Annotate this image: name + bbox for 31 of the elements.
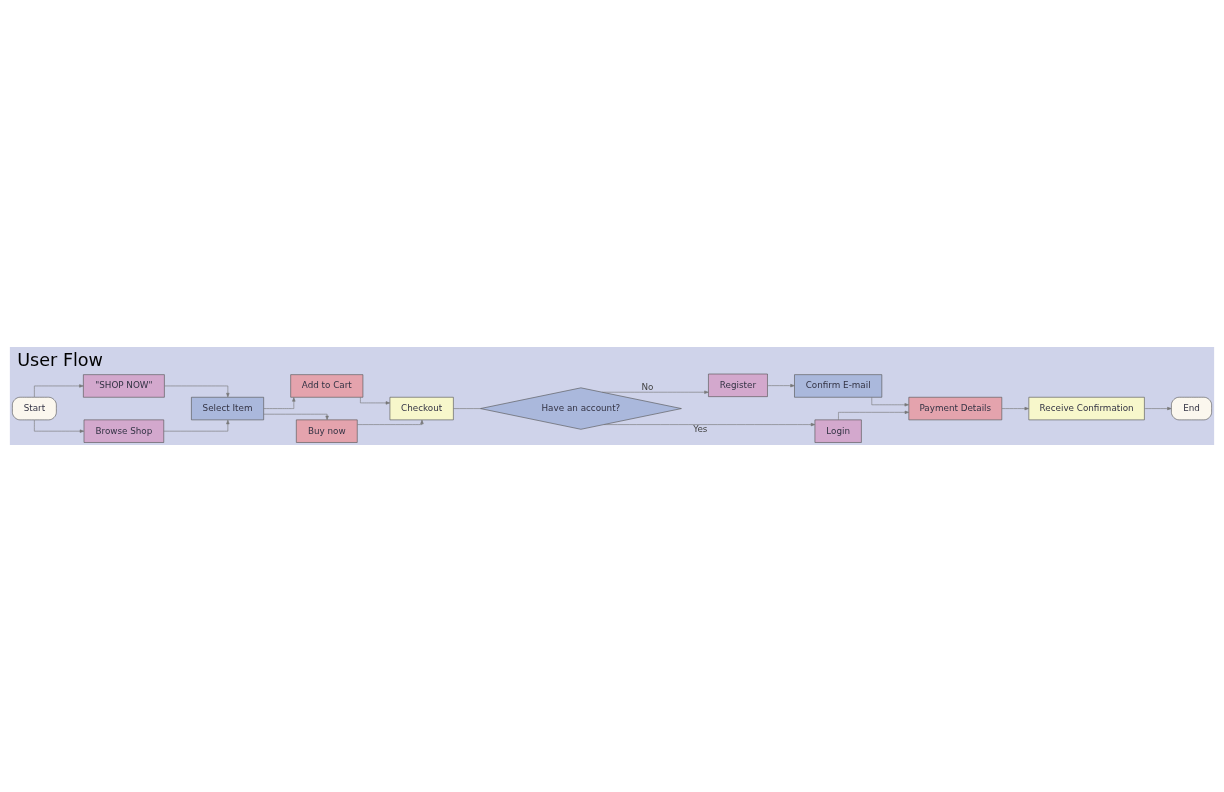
arrow xyxy=(263,397,296,409)
node-box: Start xyxy=(12,396,57,421)
arrow xyxy=(163,419,230,432)
arrow xyxy=(164,385,230,398)
edge-label: Yes xyxy=(693,423,708,434)
arrow xyxy=(357,419,424,425)
arrow xyxy=(263,413,329,421)
node-box: End xyxy=(1171,396,1212,421)
arrow xyxy=(360,397,391,405)
arrow xyxy=(34,419,85,433)
node-box: Checkout xyxy=(389,396,454,421)
node-box: Select Item xyxy=(191,396,264,421)
node-box: "SHOP NOW" xyxy=(83,374,165,398)
arrow xyxy=(1001,406,1029,411)
node-box: Register xyxy=(708,373,768,397)
arrow xyxy=(34,384,84,398)
arrow xyxy=(767,384,795,388)
arrow xyxy=(603,422,816,427)
diagram-title: User Flow xyxy=(17,350,104,371)
node-box: Buy now xyxy=(296,419,358,443)
node-box: Add to Cart xyxy=(290,374,364,398)
arrow xyxy=(601,390,709,394)
node-box: Login xyxy=(814,419,862,443)
arrow xyxy=(1144,406,1172,411)
node-box: Payment Details xyxy=(908,396,1003,421)
connector xyxy=(453,408,481,409)
arrow xyxy=(871,397,909,407)
arrow xyxy=(838,410,910,421)
node-box: Confirm E-mail xyxy=(794,374,883,398)
node-box: Receive Confirmation xyxy=(1028,396,1145,421)
node-box: Browse Shop xyxy=(83,419,165,443)
